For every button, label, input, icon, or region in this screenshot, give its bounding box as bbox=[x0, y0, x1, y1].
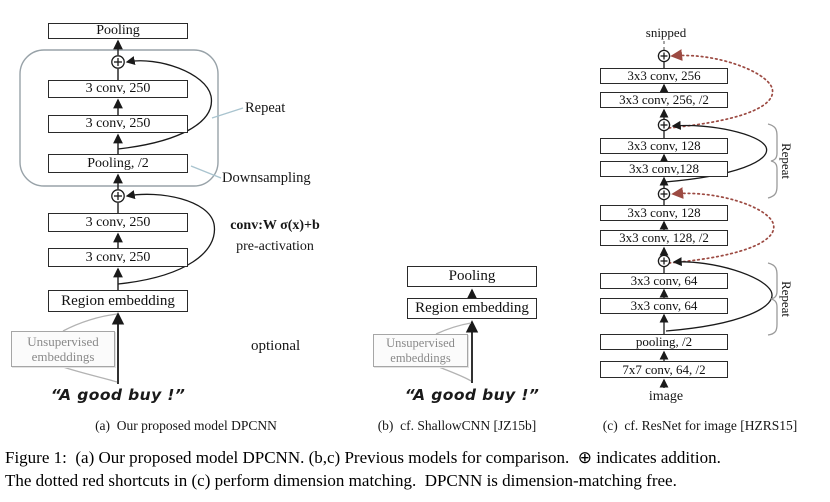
plus-circle-icons bbox=[111, 49, 671, 268]
repeat-label-c-bottom: Repeat bbox=[779, 280, 794, 318]
panel-b-unsup-brace bbox=[435, 322, 472, 382]
box-pooling-c: pooling, /2 bbox=[600, 334, 728, 350]
box-region-embedding-a: Region embedding bbox=[48, 290, 188, 312]
subcaption-b: (b) cf. ShallowCNN [JZ15b] bbox=[377, 418, 537, 433]
box-conv250-1: 3 conv, 250 bbox=[48, 80, 188, 98]
box-conv7x7: 7x7 conv, 64, /2 bbox=[600, 361, 728, 378]
plus-circle-icon bbox=[111, 189, 125, 203]
unsup-line2: embeddings bbox=[390, 350, 451, 365]
repeat-block-outline bbox=[19, 49, 219, 187]
input-sentence-a: “A good buy !” bbox=[50, 386, 186, 404]
subcaption-a: (a) Our proposed model DPCNN bbox=[95, 418, 277, 433]
panel-a-shortcut-arcs bbox=[117, 56, 216, 285]
box-conv128-1: 3x3 conv, 128 bbox=[600, 138, 728, 154]
image-label: image bbox=[648, 389, 684, 404]
plus-circle-icon bbox=[657, 49, 671, 63]
plus-circle-icon bbox=[111, 55, 125, 69]
box-conv64-1: 3x3 conv, 64 bbox=[600, 273, 728, 289]
preactivation-label: pre-activation bbox=[236, 239, 314, 254]
figure-caption-line1: Figure 1: (a) Our proposed model DPCNN. … bbox=[5, 448, 721, 467]
plus-circle-icon bbox=[657, 254, 671, 268]
box-conv250-4: 3 conv, 250 bbox=[48, 248, 188, 267]
panel-a-unsup-brace bbox=[62, 313, 118, 383]
unsupervised-embeddings-box-b: Unsupervised embeddings bbox=[373, 334, 468, 367]
box-pooling-b: Pooling bbox=[407, 266, 537, 287]
box-conv128-s2: 3x3 conv, 128, /2 bbox=[600, 230, 728, 246]
box-region-embedding-b: Region embedding bbox=[407, 298, 537, 319]
panel-c-red-shortcuts bbox=[668, 49, 775, 264]
box-conv250-2: 3 conv, 250 bbox=[48, 115, 188, 133]
box-pooling-half: Pooling, /2 bbox=[48, 154, 188, 173]
snipped-label: snipped bbox=[645, 25, 687, 40]
repeat-label-a: Repeat bbox=[245, 100, 286, 116]
unsup-line2: embeddings bbox=[31, 349, 95, 364]
subcaption-c: (c) cf. ResNet for image [HZRS15] bbox=[602, 418, 798, 433]
box-conv128-3: 3x3 conv, 128 bbox=[600, 205, 728, 221]
box-conv256-s2: 3x3 conv, 256, /2 bbox=[600, 92, 728, 108]
optional-label: optional bbox=[251, 338, 301, 354]
panel-c-repeat-brackets bbox=[767, 123, 778, 336]
unsupervised-embeddings-box-a: Unsupervised embeddings bbox=[11, 331, 115, 367]
conv-formula-label: conv:W σ(x)+b bbox=[230, 218, 320, 233]
repeat-label-c-top: Repeat bbox=[779, 142, 794, 180]
downsampling-label: Downsampling bbox=[222, 170, 311, 186]
plus-circle-icon bbox=[657, 118, 671, 132]
unsup-line1: Unsupervised bbox=[386, 335, 455, 350]
box-conv256: 3x3 conv, 256 bbox=[600, 68, 728, 84]
box-conv64-2: 3x3 conv, 64 bbox=[600, 298, 728, 314]
unsup-line1: Unsupervised bbox=[27, 334, 99, 349]
box-pooling-top: Pooling bbox=[48, 23, 188, 39]
input-sentence-b: “A good buy !” bbox=[404, 386, 540, 404]
plus-circle-icon bbox=[657, 187, 671, 201]
box-conv128-2: 3x3 conv,128 bbox=[600, 161, 728, 177]
panel-a-leader-lines bbox=[190, 107, 244, 179]
figure-caption-line2: The dotted red shortcuts in (c) perform … bbox=[5, 471, 677, 490]
box-conv250-3: 3 conv, 250 bbox=[48, 213, 188, 232]
